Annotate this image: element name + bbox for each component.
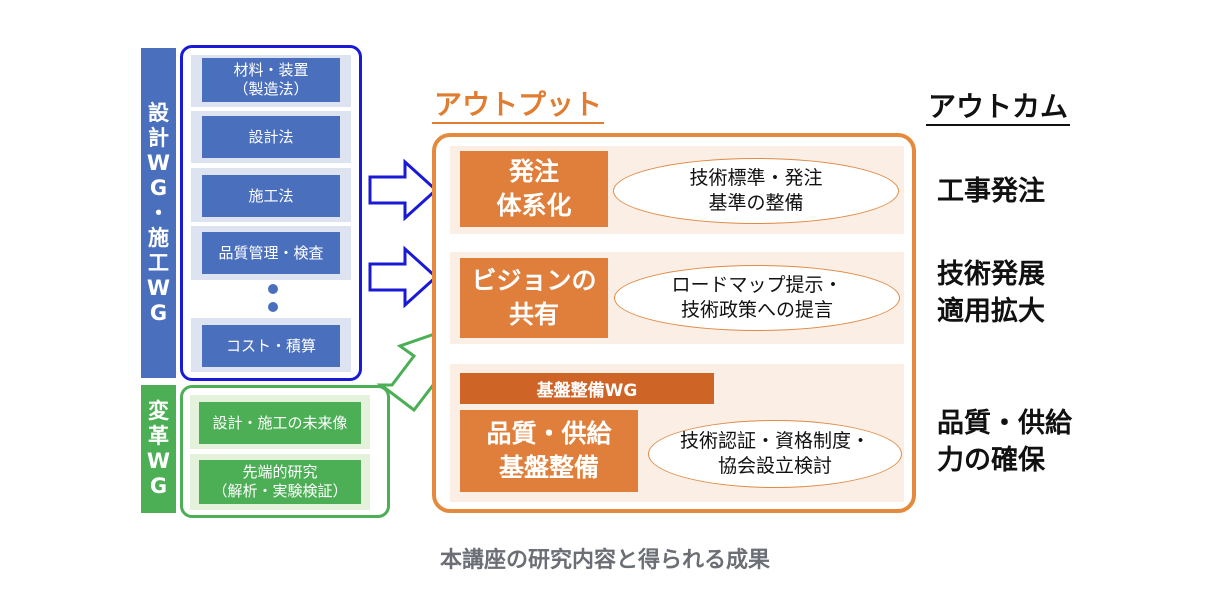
item-line: （解析・実験検証） [212, 482, 348, 500]
detail-line: 技術認証・資格制度・ [679, 430, 870, 452]
item-line: 設計・施工の未来像 [212, 413, 348, 432]
outcome-heading: アウトカム [926, 90, 1071, 126]
outcome-line: 適用拡大 [937, 296, 1045, 327]
transformation-wg-label: 変 革 W G [141, 385, 176, 513]
item-line: 先端的研究 [242, 463, 318, 481]
label-char: ・ [148, 200, 169, 225]
ellipsis-dot-icon [268, 302, 278, 312]
output-title-vision-sharing: ビジョンの 共有 [460, 258, 608, 338]
method-item-quality: 品質管理・検査 [202, 232, 340, 274]
title-line: 体系化 [496, 191, 572, 220]
ellipsis-dot-icon [268, 284, 278, 294]
detail-line: ロードマップ提示・ [671, 274, 843, 296]
blue-arrow-icon [368, 158, 439, 222]
title-line: 品質・供給 [486, 419, 612, 448]
label-char: G [149, 300, 168, 325]
item-line: 材料・装置 [233, 61, 309, 79]
item-line: コスト・積算 [225, 336, 316, 355]
item-line: （製造法） [233, 80, 309, 98]
detail-line: 基準の整備 [708, 192, 804, 214]
title-line: ビジョンの [471, 266, 597, 295]
label-char: W [146, 275, 171, 300]
label-char: 工 [148, 250, 169, 275]
method-item-design: 設計法 [202, 116, 340, 158]
title-line: 基盤整備 [498, 453, 599, 482]
label-char: G [149, 474, 168, 498]
infrastructure-wg-bar: 基盤整備WG [460, 373, 714, 404]
future-vision-item: 設計・施工の未来像 [199, 402, 361, 444]
output-detail-roadmap: ロードマップ提示・ 技術政策への提言 [614, 265, 900, 331]
outcome-tech-development: 技術発展 適用拡大 [937, 256, 1045, 330]
detail-line: 技術標準・発注 [689, 167, 823, 189]
output-title-quality-supply: 品質・供給 基盤整備 [460, 410, 638, 492]
outcome-line: 力の確保 [937, 445, 1045, 476]
outcome-quality-supply: 品質・供給 力の確保 [937, 405, 1072, 479]
blue-arrow-icon [368, 245, 439, 309]
output-heading: アウトプット [432, 88, 605, 124]
figure-caption: 本講座の研究内容と得られる成果 [439, 548, 770, 573]
label-char: W [146, 150, 171, 175]
label-char: 変 [148, 399, 169, 423]
outcome-line: 工事発注 [937, 176, 1045, 207]
advanced-research-item: 先端的研究 （解析・実験検証） [199, 460, 361, 504]
method-item-materials: 材料・装置 （製造法） [202, 58, 340, 102]
method-item-cost: コスト・積算 [202, 325, 340, 367]
label-char: 計 [148, 125, 169, 150]
label-char: 設 [148, 100, 169, 125]
title-line: 共有 [508, 300, 559, 329]
output-title-ordering-system: 発注 体系化 [460, 151, 608, 227]
output-detail-standards: 技術標準・発注 基準の整備 [613, 158, 899, 224]
detail-line: 協会設立検討 [717, 455, 832, 477]
label-char: G [149, 175, 168, 200]
label-char: 施 [148, 225, 169, 250]
outcome-line: 技術発展 [937, 259, 1045, 290]
outcome-line: 品質・供給 [937, 408, 1072, 439]
detail-line: 技術政策への提言 [680, 299, 833, 321]
item-line: 施工法 [248, 186, 294, 205]
outcome-ordering: 工事発注 [937, 173, 1045, 210]
output-detail-certification: 技術認証・資格制度・ 協会設立検討 [648, 420, 902, 488]
item-line: 設計法 [248, 127, 294, 146]
title-line: 発注 [508, 157, 559, 186]
label-char: 革 [148, 424, 169, 448]
method-item-construction: 施工法 [202, 175, 340, 217]
design-construction-wg-label: 設 計 W G ・ 施 工 W G [141, 48, 176, 378]
label-char: W [146, 449, 171, 473]
item-line: 品質管理・検査 [218, 243, 324, 262]
